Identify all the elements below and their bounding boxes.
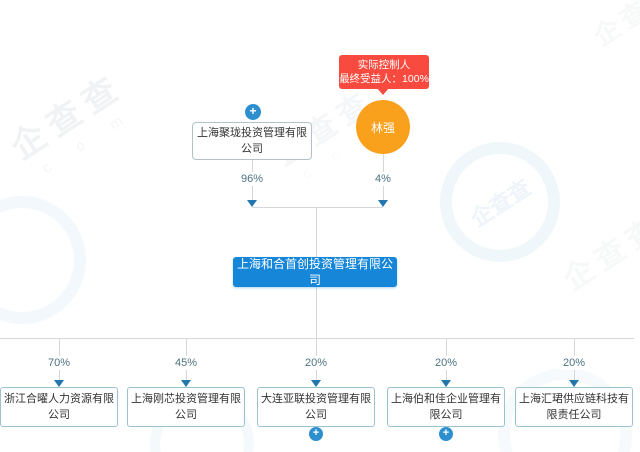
expand-icon[interactable]: + — [439, 427, 453, 441]
watermark-text: 企查查 — [588, 0, 640, 52]
arrow-down-icon — [441, 380, 451, 387]
ownership-percent-label: 20% — [431, 356, 461, 370]
company-name: 上海伯和佳企业管理有限公司 — [391, 393, 501, 421]
company-node-subsidiary[interactable]: 上海汇珺供应链科技有限责任公司 — [515, 387, 633, 427]
controller-badge-line2: 最终受益人：100% — [339, 73, 429, 85]
ownership-percent-label: 70% — [44, 356, 74, 370]
company-name: 上海汇珺供应链科技有限责任公司 — [519, 393, 629, 421]
watermark-stamp: 企查查 — [440, 142, 560, 262]
ownership-percent-label: 96% — [237, 172, 267, 186]
watermark-text: 企查查 c o m — [4, 66, 138, 178]
company-node-subsidiary[interactable]: 浙江合曜人力资源有限公司 — [0, 387, 118, 427]
controller-badge-line1: 实际控制人 — [357, 59, 411, 71]
ownership-percent-label: 4% — [372, 172, 394, 186]
company-name: 上海刚芯投资管理有限公司 — [131, 393, 241, 421]
company-name: 大连亚联投资管理有限公司 — [261, 393, 371, 421]
connector-line — [252, 207, 383, 208]
company-name: 上海聚珑投资管理有限公司 — [197, 127, 307, 155]
connector-line — [316, 287, 317, 338]
controller-badge: 实际控制人 最终受益人：100% — [339, 55, 429, 95]
ownership-percent-label: 20% — [559, 356, 589, 370]
arrow-down-icon — [247, 200, 257, 207]
person-node[interactable]: 林强 — [356, 100, 410, 154]
arrow-down-icon — [311, 380, 321, 387]
company-node-subsidiary[interactable]: 上海伯和佳企业管理有限公司 — [387, 387, 505, 427]
expand-icon[interactable]: + — [309, 427, 323, 441]
company-name: 上海和合首创投资管理有限公司 — [236, 257, 393, 287]
ownership-percent-label: 20% — [301, 356, 331, 370]
company-name: 浙江合曜人力资源有限公司 — [4, 393, 114, 421]
company-node-parent[interactable]: 上海聚珑投资管理有限公司 — [192, 122, 312, 160]
person-name: 林强 — [370, 120, 395, 135]
arrow-down-icon — [569, 380, 579, 387]
connector-line — [0, 338, 634, 339]
watermark-stamp — [0, 196, 86, 324]
arrow-down-icon — [181, 380, 191, 387]
company-node-subsidiary[interactable]: 大连亚联投资管理有限公司 — [257, 387, 375, 427]
connector-line — [316, 208, 317, 257]
company-node-subsidiary[interactable]: 上海刚芯投资管理有限公司 — [127, 387, 245, 427]
expand-icon[interactable]: + — [245, 104, 261, 120]
watermark-text: 企查查 — [557, 208, 640, 298]
ownership-percent-label: 45% — [171, 356, 201, 370]
company-node-focus[interactable]: 上海和合首创投资管理有限公司 — [233, 257, 397, 287]
arrow-down-icon — [54, 380, 64, 387]
arrow-down-icon — [378, 200, 388, 207]
